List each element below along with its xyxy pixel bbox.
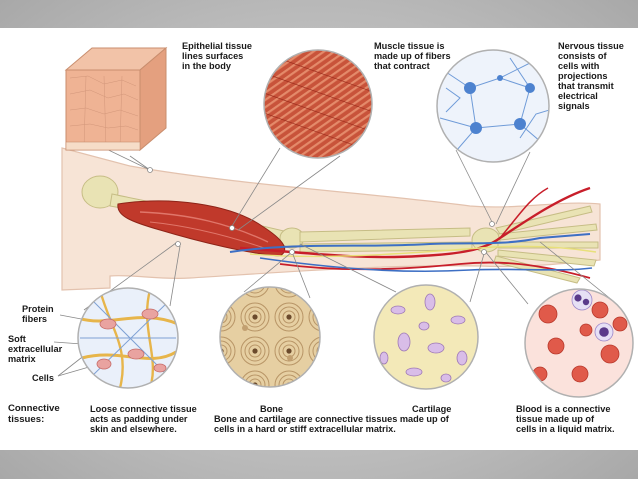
cartilage-tissue-circle bbox=[373, 284, 479, 390]
arm-silhouette bbox=[61, 147, 601, 291]
cartilage-label: Cartilage bbox=[412, 404, 452, 414]
loose-connective-label: Loose connective tissue acts as padding … bbox=[90, 404, 197, 434]
epithelial-label: Epithelial tissue lines surfaces in the … bbox=[182, 41, 252, 71]
connective-tissues-label: Connective tissues: bbox=[8, 403, 60, 425]
bone-cartilage-label: Bone and cartilage are connective tissue… bbox=[214, 414, 449, 434]
bone-tissue-circle bbox=[219, 286, 321, 388]
nervous-label: Nervous tissue consists of cells with pr… bbox=[558, 41, 624, 111]
muscle-label: Muscle tissue is made up of fibers that … bbox=[374, 41, 451, 71]
nervous-tissue-circle bbox=[436, 49, 550, 163]
diagram-slide: Epithelial tissue lines surfaces in the … bbox=[0, 28, 638, 450]
bone-label: Bone bbox=[260, 404, 283, 414]
tissue-diagram bbox=[53, 46, 634, 398]
soft-matrix-label: Soft extracellular matrix bbox=[8, 334, 63, 364]
protein-fibers-label: Protein fibers bbox=[22, 304, 54, 324]
epithelial-tissue-cube bbox=[64, 46, 168, 152]
cells-label: Cells bbox=[32, 373, 54, 383]
blood-label: Blood is a connective tissue made up of … bbox=[516, 404, 615, 434]
loose-connective-tissue-circle bbox=[77, 287, 179, 389]
blood-vessels bbox=[229, 186, 597, 279]
muscle-tissue-circle bbox=[263, 49, 373, 159]
blood-tissue-circle bbox=[524, 288, 634, 398]
